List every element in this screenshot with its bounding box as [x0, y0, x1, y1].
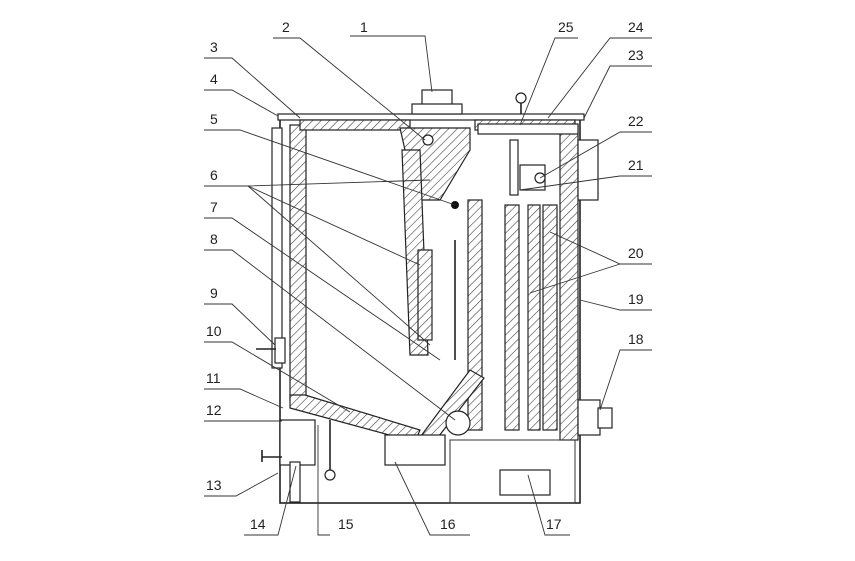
- leader-7: [204, 217, 441, 361]
- leader-lines: [204, 35, 652, 536]
- callout-8: 8: [210, 231, 218, 247]
- leader-25: [519, 37, 578, 126]
- callout-9: 9: [210, 285, 218, 301]
- exchanger-tube-1: [504, 204, 520, 431]
- rear-flue-box: [577, 139, 599, 201]
- leader-1: [350, 35, 433, 93]
- callout-14: 14: [250, 516, 266, 532]
- callout-12: 12: [206, 402, 222, 418]
- boiler-body: [256, 89, 613, 504]
- callout-16: 16: [440, 516, 456, 532]
- callout-1: 1: [360, 19, 368, 35]
- exchanger-tube-2: [527, 204, 541, 431]
- callout-5: 5: [210, 111, 218, 127]
- callout-4: 4: [210, 71, 218, 87]
- leader-3: [204, 57, 301, 119]
- callout-22: 22: [628, 113, 644, 129]
- hopper-port: [422, 134, 434, 146]
- callout-25: 25: [558, 19, 574, 35]
- door-hinge: [289, 461, 301, 503]
- callout-7: 7: [210, 199, 218, 215]
- leader-19: [579, 299, 652, 311]
- leader-22: [539, 131, 652, 179]
- left-side-panel: [271, 127, 283, 369]
- callout-labels: 1 2 3 4 5 6 7 8 9 10 11 12 13 14 15 16 1…: [206, 19, 644, 532]
- callout-3: 3: [210, 39, 218, 55]
- leader-6c: [247, 185, 431, 346]
- leader-6b: [247, 185, 421, 266]
- base-chamber: [449, 439, 576, 504]
- callout-18: 18: [628, 331, 644, 347]
- leader-15: [317, 425, 330, 536]
- base-inspection-plate: [499, 469, 551, 496]
- callout-20: 20: [628, 245, 644, 261]
- callout-15: 15: [338, 516, 354, 532]
- leader-18: [599, 349, 652, 411]
- right-fitting-cap: [597, 407, 613, 429]
- grate-roller: [445, 410, 471, 436]
- leader-14: [244, 465, 297, 536]
- hopper-baffle: [417, 249, 433, 341]
- upper-door-latch: [274, 337, 286, 364]
- leader-9: [204, 303, 276, 346]
- leader-13: [204, 472, 279, 497]
- leader-8: [204, 249, 456, 421]
- leader-6a: [204, 179, 431, 187]
- callout-2: 2: [282, 19, 290, 35]
- leader-10: [204, 341, 351, 413]
- leader-20b: [529, 263, 621, 294]
- ash-tray: [384, 434, 446, 466]
- leader-4: [204, 89, 279, 117]
- callout-10: 10: [206, 323, 222, 339]
- callout-19: 19: [628, 291, 644, 307]
- ash-door: [279, 419, 316, 466]
- leader-24: [547, 37, 652, 119]
- exchanger-tube-3: [542, 204, 558, 431]
- leader-11: [204, 388, 284, 409]
- leader-16: [394, 461, 470, 536]
- callout-17: 17: [546, 516, 562, 532]
- top-plate: [277, 113, 585, 121]
- left-water-jacket: [289, 124, 307, 401]
- callout-24: 24: [628, 19, 644, 35]
- smoke-chamber-top: [477, 123, 579, 135]
- top-jacket-left: [299, 119, 411, 131]
- callout-11: 11: [206, 370, 221, 386]
- callout-6: 6: [210, 167, 218, 183]
- smoke-damper-rod: [509, 139, 519, 196]
- leader-17: [527, 474, 570, 536]
- callout-13: 13: [206, 477, 222, 493]
- right-fitting-body: [577, 399, 601, 436]
- leader-21: [519, 175, 652, 191]
- flue-flange: [411, 103, 463, 115]
- poker-end: [324, 469, 336, 481]
- knob-ball: [515, 92, 527, 104]
- callout-23: 23: [628, 47, 644, 63]
- callout-21: 21: [628, 157, 644, 173]
- leader-5: [204, 129, 456, 206]
- leader-2: [273, 37, 426, 141]
- leader-23: [583, 65, 652, 119]
